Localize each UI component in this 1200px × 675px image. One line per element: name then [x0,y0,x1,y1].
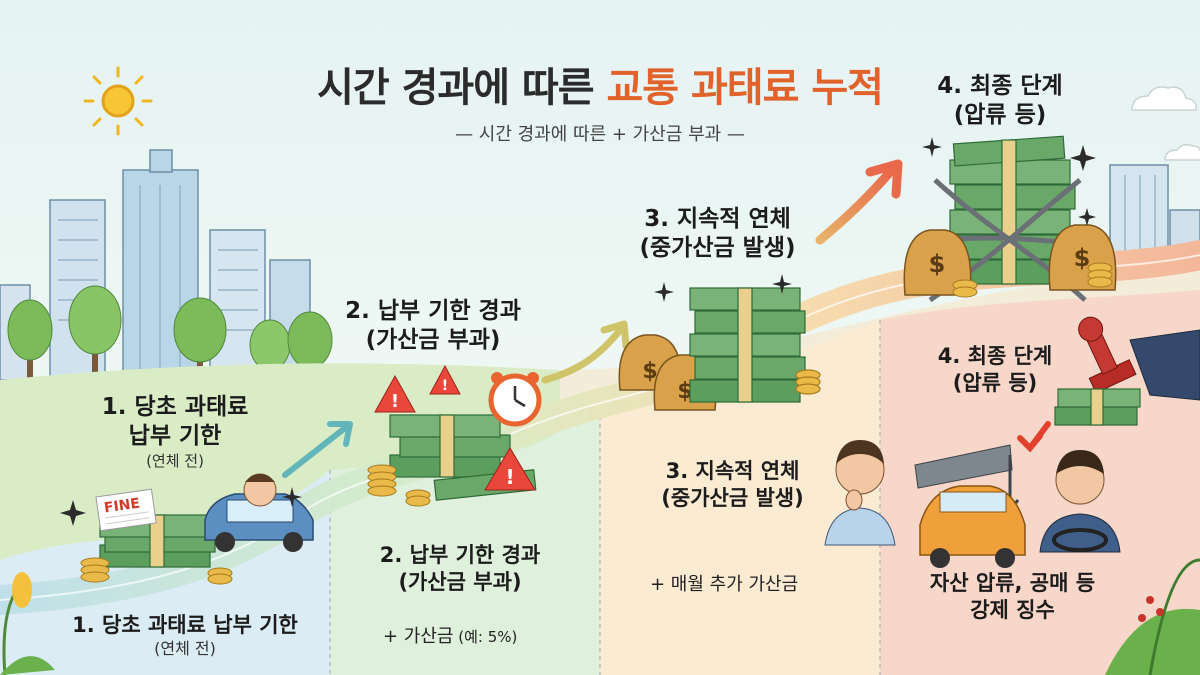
arrow-icon [1017,421,1051,453]
svg-text:!: ! [505,465,514,489]
stamp-icon [1078,316,1137,394]
stage-2-title2: (가산금 부과) [365,327,501,354]
stage-3-title: 3. 지속적 연체 [644,206,791,232]
panel-3-label: 3. 지속적 연체 (중가산금 발생) [625,458,840,512]
car-driver [204,473,314,552]
arrow-icon [282,159,903,478]
stage-4-title: 4. 최종 단계 [937,73,1063,99]
svg-text:!: ! [442,378,448,394]
panel-4-note-2: 강제 징수 [970,597,1055,622]
cloud [1131,86,1200,161]
panel-4-note-1: 자산 압류, 공매 등 [929,571,1096,595]
svg-text:$: $ [677,379,692,404]
panel-3-title2: (중가산금 발생) [661,485,804,510]
panel-4-note: 자산 압류, 공매 등 강제 징수 [905,570,1120,624]
subtitle: — 시간 경과에 따른 + 가산금 부과 — [455,124,745,145]
stage-1-label: 1. 당초 과태료 납부 기한 (연체 전) [80,393,270,471]
panel-2-title: 2. 납부 기한 경과 [379,543,541,567]
sparkle-icon [60,137,1096,526]
panel-3-title: 3. 지속적 연체 [665,459,800,483]
money-bag-icon: $ $ [903,224,1117,296]
hand-sleeve [1129,329,1200,401]
sad-driver [1039,450,1121,553]
stage-2-label: 2. 납부 기한 경과 (가산금 부과) [318,297,548,356]
panel-2-label: 2. 납부 기한 경과 (가산금 부과) [345,542,575,596]
stage-4-label: 4. 최종 단계 (압류 등) [915,72,1085,131]
panel-1-label: 1. 당초 과태료 납부 기한 (연체 전) [40,612,330,659]
money-stack-small [1054,388,1141,426]
worried-person [824,440,896,546]
panel-2-note: + 가산금 (예: 5%) [383,622,517,648]
panel-2-note-main: + 가산금 [383,626,454,647]
money-stack-large [689,287,821,403]
trees [7,285,333,390]
sun-icon [83,66,153,136]
panel-3-note: + 매월 추가 가산금 [650,574,799,595]
panel-4-title: 4. 최종 단계 [937,344,1053,368]
svg-text:$: $ [929,250,946,278]
money-stack-chained [949,135,1076,285]
panel-4-title2: (압류 등) [952,370,1038,395]
page-title: 시간 경과에 따른 교통 과태료 누적 [150,55,1050,113]
svg-text:$: $ [1074,244,1091,272]
money-stack-small [80,514,233,585]
stage-3-title2: (중가산금 발생) [639,235,796,262]
stage-1-sub: (연체 전) [146,451,204,470]
plants [0,558,1200,675]
title-accent: 교통 과태료 누적 [606,65,883,111]
stage-4-title2: (압류 등) [953,102,1047,129]
stage-1-title2: 납부 기한 [128,423,222,450]
svg-text:$: $ [642,359,657,384]
panel-4-label: 4. 최종 단계 (압류 등) [905,343,1085,397]
stage-2-title: 2. 납부 기한 경과 [345,298,521,324]
stage-1-title: 1. 당초 과태료 [101,394,249,420]
warning-icon: ! ! ! [374,364,536,491]
svg-text:!: ! [391,391,399,412]
panel-1-title: 1. 당초 과태료 납부 기한 [72,613,298,637]
panel-2-title2: (가산금 부과) [398,569,522,594]
panel-2-note-small: (예: 5%) [453,628,518,646]
fine-ticket [95,488,157,532]
title-main: 시간 경과에 따른 [317,65,607,111]
stage-3-label: 3. 지속적 연체 (중가산금 발생) [605,205,830,264]
alarm-clock-icon [488,372,542,427]
panel-1-sub: (연체 전) [154,638,216,658]
tow-truck-icon [914,444,1026,568]
